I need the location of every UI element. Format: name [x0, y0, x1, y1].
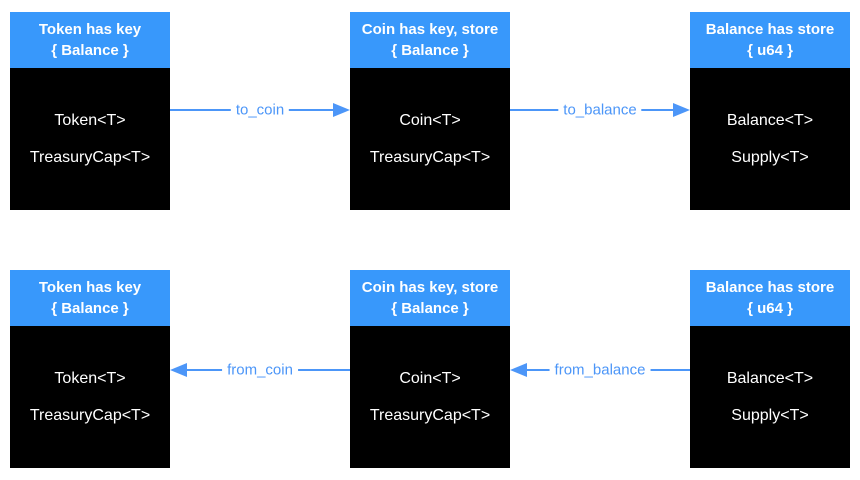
arrow-label: to_coin	[230, 101, 290, 119]
struct-title-line1: Coin has key, store	[361, 279, 499, 296]
arrow-label: to_balance	[558, 101, 642, 119]
struct-title-line2: { Balance }	[51, 300, 129, 317]
struct-header: Token has key { Balance }	[10, 12, 170, 68]
struct-body: Coin<T> TreasuryCap<T>	[350, 68, 510, 210]
struct-box-balance-row1: Balance has store { u64 } Balance<T> Sup…	[690, 12, 850, 210]
arrowhead-right-icon	[673, 103, 690, 117]
struct-body: Balance<T> Supply<T>	[690, 326, 850, 468]
struct-field: Token<T>	[54, 369, 126, 387]
struct-box-coin-row1: Coin has key, store { Balance } Coin<T> …	[350, 12, 510, 210]
struct-field: Coin<T>	[399, 369, 461, 387]
struct-field: Supply<T>	[731, 406, 809, 424]
arrowhead-left-icon	[510, 363, 527, 377]
struct-body: Token<T> TreasuryCap<T>	[10, 68, 170, 210]
struct-header: Coin has key, store { Balance }	[350, 270, 510, 326]
struct-title-line1: Balance has store	[705, 279, 835, 296]
struct-box-balance-row2: Balance has store { u64 } Balance<T> Sup…	[690, 270, 850, 468]
struct-body: Coin<T> TreasuryCap<T>	[350, 326, 510, 468]
struct-title-line2: { u64 }	[747, 42, 793, 59]
struct-field: Balance<T>	[726, 369, 814, 387]
struct-title-line2: { Balance }	[51, 42, 129, 59]
struct-box-coin-row2: Coin has key, store { Balance } Coin<T> …	[350, 270, 510, 468]
struct-title-line1: Token has key	[38, 279, 142, 296]
struct-field: Coin<T>	[399, 111, 461, 129]
struct-title-line2: { Balance }	[391, 42, 469, 59]
arrow-label: from_balance	[549, 361, 651, 379]
struct-field: TreasuryCap<T>	[29, 406, 151, 424]
struct-field: TreasuryCap<T>	[29, 148, 151, 166]
struct-field: Balance<T>	[726, 111, 814, 129]
struct-body: Balance<T> Supply<T>	[690, 68, 850, 210]
struct-field: Supply<T>	[731, 148, 809, 166]
struct-body: Token<T> TreasuryCap<T>	[10, 326, 170, 468]
arrow-label: from_coin	[222, 361, 298, 379]
struct-field: TreasuryCap<T>	[369, 148, 491, 166]
struct-title-line2: { Balance }	[391, 300, 469, 317]
struct-header: Balance has store { u64 }	[690, 270, 850, 326]
struct-header: Token has key { Balance }	[10, 270, 170, 326]
struct-title-line1: Balance has store	[705, 21, 835, 38]
struct-box-token-row1: Token has key { Balance } Token<T> Treas…	[10, 12, 170, 210]
struct-field: TreasuryCap<T>	[369, 406, 491, 424]
struct-header: Coin has key, store { Balance }	[350, 12, 510, 68]
struct-title-line1: Coin has key, store	[361, 21, 499, 38]
arrowhead-right-icon	[333, 103, 350, 117]
struct-box-token-row2: Token has key { Balance } Token<T> Treas…	[10, 270, 170, 468]
struct-field: Token<T>	[54, 111, 126, 129]
struct-title-line2: { u64 }	[747, 300, 793, 317]
arrowhead-left-icon	[170, 363, 187, 377]
struct-header: Balance has store { u64 }	[690, 12, 850, 68]
struct-title-line1: Token has key	[38, 21, 142, 38]
